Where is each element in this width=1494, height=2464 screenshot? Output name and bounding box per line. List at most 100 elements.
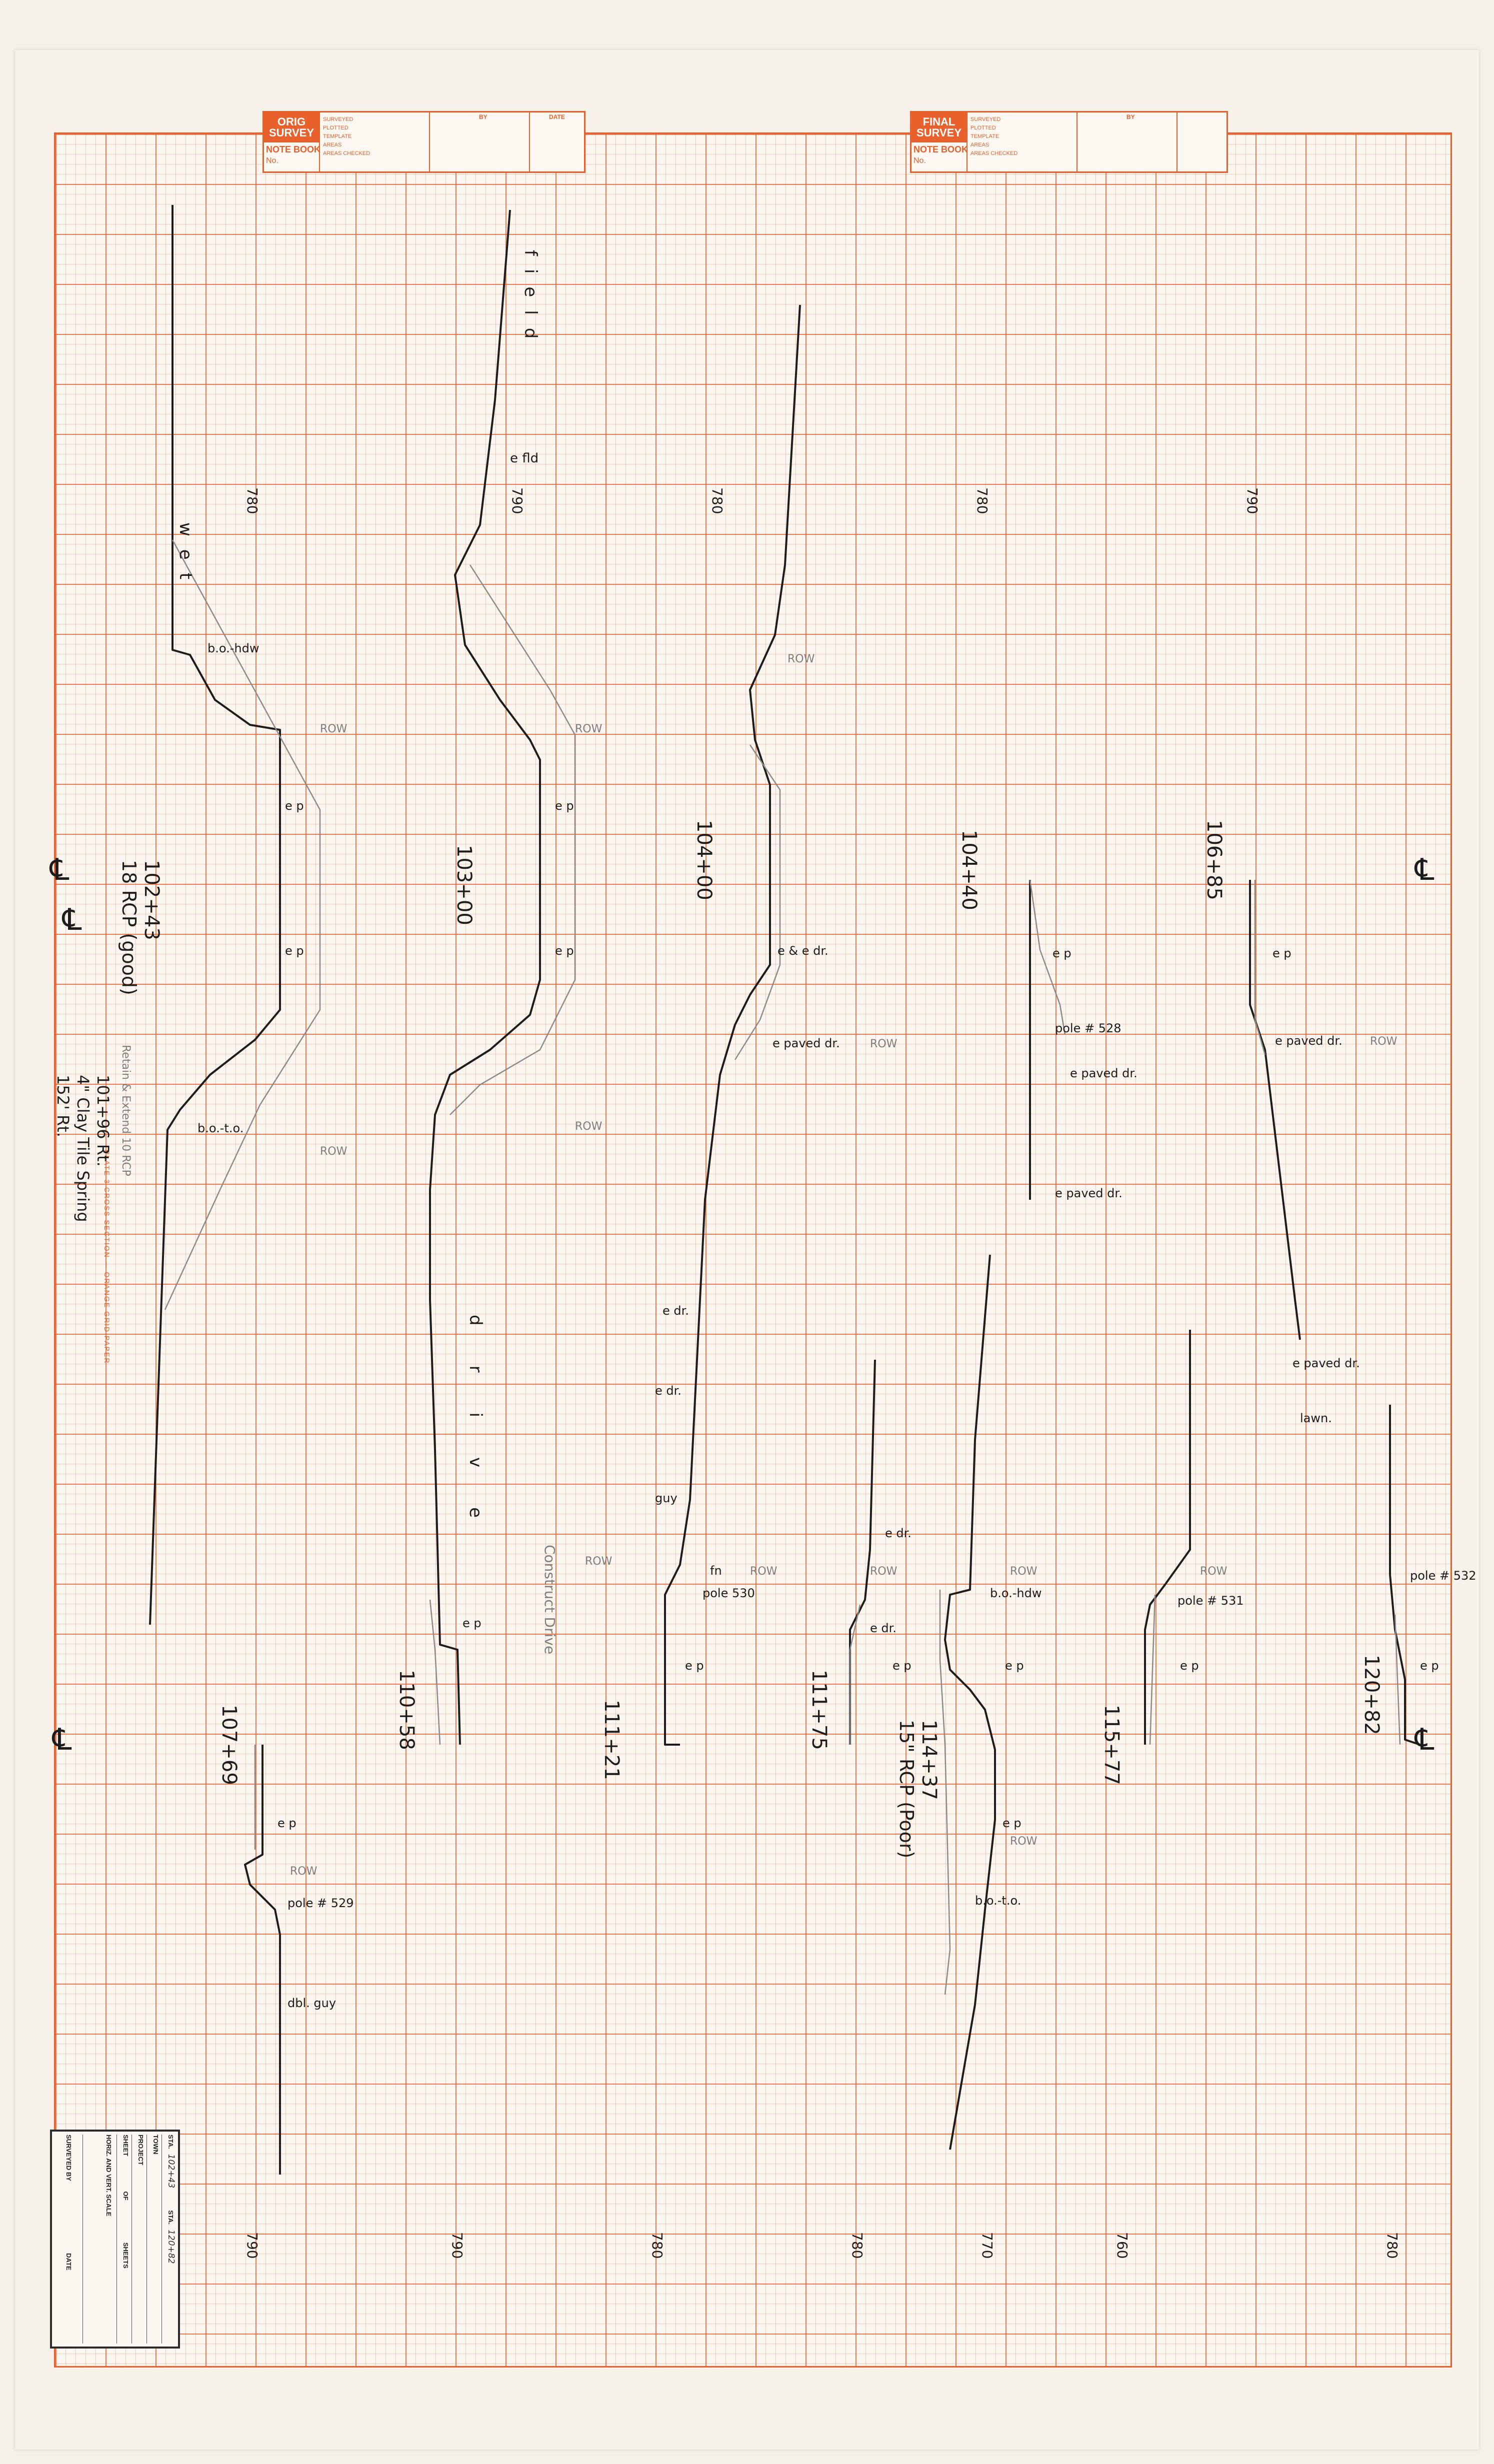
divider	[1176, 112, 1178, 171]
ep-label: e p	[462, 1616, 482, 1630]
bo-to-label: b.o.-t.o.	[198, 1121, 244, 1135]
edr-label: e dr.	[655, 1384, 682, 1398]
elevation-bottom: 780	[849, 2232, 866, 2259]
centerline-icon: ℄	[49, 852, 70, 887]
station-label: 106+85	[1202, 820, 1226, 900]
sta-to-label: STA.	[167, 2210, 174, 2225]
pencil-line	[1029, 879, 1066, 1035]
project-label: PROJECT	[137, 2135, 144, 2166]
sta-from-value: 102+43	[166, 2154, 176, 2189]
row-label: ROW	[1200, 1565, 1228, 1578]
e-paved-dr-label: e paved dr.	[1292, 1356, 1360, 1370]
row-label: ROW	[1370, 1035, 1398, 1048]
row-label: ROW	[870, 1565, 898, 1578]
guy-label: guy	[655, 1491, 678, 1505]
pencil-line	[734, 744, 781, 1060]
station-label: 120+82	[1360, 1655, 1383, 1735]
bo-hdw-label: b.o.-hdw	[990, 1586, 1042, 1600]
ep-label: e p	[285, 944, 304, 958]
tb-sheet: SHEET OF SHEETS	[116, 2135, 131, 2344]
profile-line-5	[1249, 880, 1301, 1340]
ep-label: e p	[1052, 946, 1072, 960]
station-label: 104+40	[958, 830, 980, 910]
pencil-line	[1254, 880, 1266, 1055]
elevation-bottom: 780	[649, 2232, 666, 2259]
pencil-line	[429, 1599, 441, 1745]
centerline-icon: ℄	[52, 1722, 72, 1757]
row-label: ROW	[870, 1038, 898, 1050]
profile-line-6	[1389, 1405, 1420, 1746]
construct-drive-note: Construct Drive	[542, 1545, 558, 1654]
cross-section-grid	[54, 132, 1452, 2368]
tb-scale: HORIZ. AND VERT. SCALE	[82, 2135, 113, 2344]
field-areas: AREAS	[970, 142, 990, 148]
town-label: TOWN	[152, 2135, 160, 2155]
profile-line-3	[664, 304, 801, 1746]
pencil-lines	[164, 539, 1401, 1995]
ep-label: e p	[1420, 1659, 1439, 1673]
ep-label: e p	[278, 1816, 296, 1830]
elevation-top: 790	[1244, 487, 1260, 514]
row-label: ROW	[575, 723, 602, 735]
station-label: 102+43	[140, 860, 163, 940]
centerline-icon: ℄	[1414, 1722, 1434, 1757]
edr-label: e dr.	[662, 1304, 689, 1318]
orig-survey-header: ORIG SURVEY NOTE BOOK No. SURVEYED PLOTT…	[262, 111, 586, 173]
row-labels: ROW ROW ROW ROW ROW ROW ROW ROW ROW ROW …	[290, 653, 1398, 1878]
field-plotted: PLOTTED	[970, 125, 996, 131]
profile-line-7	[244, 1745, 281, 2175]
col-by: BY	[479, 113, 488, 120]
ep-label: e p	[892, 1659, 912, 1673]
e-fld-label: e fld	[510, 451, 538, 466]
pipe-label: 18 RCP (good)	[118, 860, 140, 995]
e-paved-dr-label: e paved dr.	[1070, 1066, 1138, 1080]
pencil-line	[1149, 1594, 1156, 1745]
e-paved-dr-label: e paved dr.	[772, 1036, 840, 1050]
pipe-note: Retain & Extend 10 RCP	[120, 1045, 132, 1176]
row-label: ROW	[290, 1865, 318, 1878]
row-label: ROW	[750, 1565, 778, 1578]
profile-line-2	[429, 209, 541, 1745]
col-date: DATE	[549, 113, 565, 120]
pencil-line	[849, 1604, 861, 1745]
pole-label: pole # 528	[1055, 1021, 1122, 1035]
row-label: ROW	[320, 723, 348, 735]
ep-edr-label: e & e dr.	[778, 944, 828, 958]
sheets-label: SHEETS	[122, 2242, 130, 2269]
surveyed-label: SURVEYED BY	[65, 2135, 72, 2181]
ep-label: e p	[555, 944, 574, 958]
station-label: 103+00	[452, 845, 476, 925]
row-label: ROW	[1010, 1835, 1038, 1848]
pencil-line	[939, 1590, 951, 1995]
sta-from-label: STA.	[167, 2135, 174, 2149]
pencil-line	[450, 564, 576, 1115]
ink-profiles	[149, 205, 1420, 2175]
ep-label: e p	[1272, 946, 1292, 960]
row-label: ROW	[585, 1555, 612, 1568]
ep-label: e p	[685, 1659, 704, 1673]
field-template: TEMPLATE	[323, 133, 352, 139]
notebook-label: NOTE BOOK	[914, 144, 968, 154]
divider	[429, 112, 430, 171]
ep-label: e p	[1002, 1816, 1022, 1830]
field-surveyed: SURVEYED	[970, 116, 1001, 122]
station-labels: 102+43 18 RCP (good) Retain & Extend 10 …	[54, 820, 1383, 1858]
survey-fields: SURVEYED PLOTTED TEMPLATE AREAS AREAS CH…	[970, 115, 1018, 158]
pole-label: pole # 529	[288, 1896, 354, 1910]
title-block: STA. 102+43 STA. 120+82 TOWN PROJECT SHE…	[50, 2130, 180, 2349]
tb-project: PROJECT	[132, 2135, 146, 2344]
field-label: field	[520, 250, 540, 351]
field-areas-checked: AREAS CHECKED	[970, 150, 1018, 156]
bo-hdw-label: b.o.-hdw	[208, 641, 260, 655]
row-label: ROW	[788, 653, 815, 665]
centerline-icon: ℄	[62, 902, 82, 937]
elevation-bottom: 780	[1384, 2232, 1400, 2259]
ep-label: e p	[1005, 1659, 1024, 1673]
tb-stations: STA. 102+43 STA. 120+82	[162, 2135, 176, 2344]
edr-label: e dr.	[870, 1621, 896, 1635]
elevation-bottom: 770	[979, 2232, 996, 2259]
station-label: 114+37	[918, 1720, 940, 1800]
notebook-label: NOTE BOOK	[266, 144, 321, 154]
pencil-line	[1394, 1614, 1401, 1745]
centerline-symbols: ℄ ℄ ℄ ℄ ℄	[49, 852, 1434, 1757]
